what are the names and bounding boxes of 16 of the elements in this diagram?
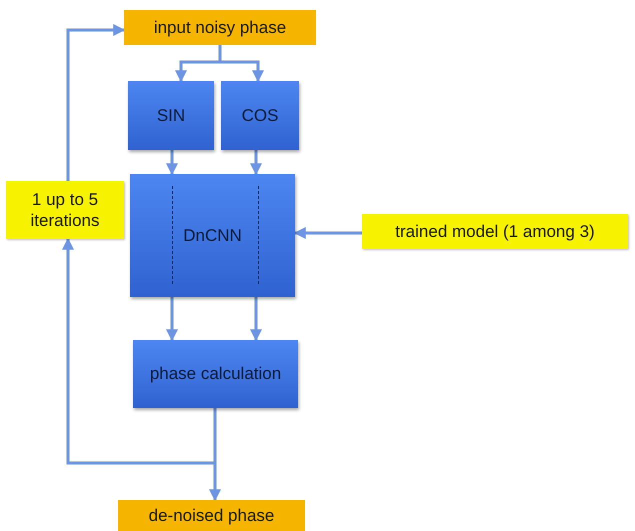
process-box: phase calculation (133, 340, 298, 408)
io-box: de-noised phase (118, 500, 305, 531)
arrow (250, 150, 262, 176)
process-box: COS (221, 81, 299, 150)
arrow (66, 24, 126, 181)
note-box: 1 up to 5 iterations (6, 181, 124, 239)
arrow (166, 297, 178, 342)
arrow (166, 150, 178, 176)
arrow (294, 227, 362, 239)
arrow (250, 297, 262, 342)
process-box: SIN (128, 81, 214, 150)
io-box: input noisy phase (124, 10, 316, 45)
arrow (218, 45, 264, 82)
arrow (62, 238, 216, 464)
network-box: DnCNN (130, 174, 295, 297)
note-box: trained model (1 among 3) (362, 214, 628, 249)
